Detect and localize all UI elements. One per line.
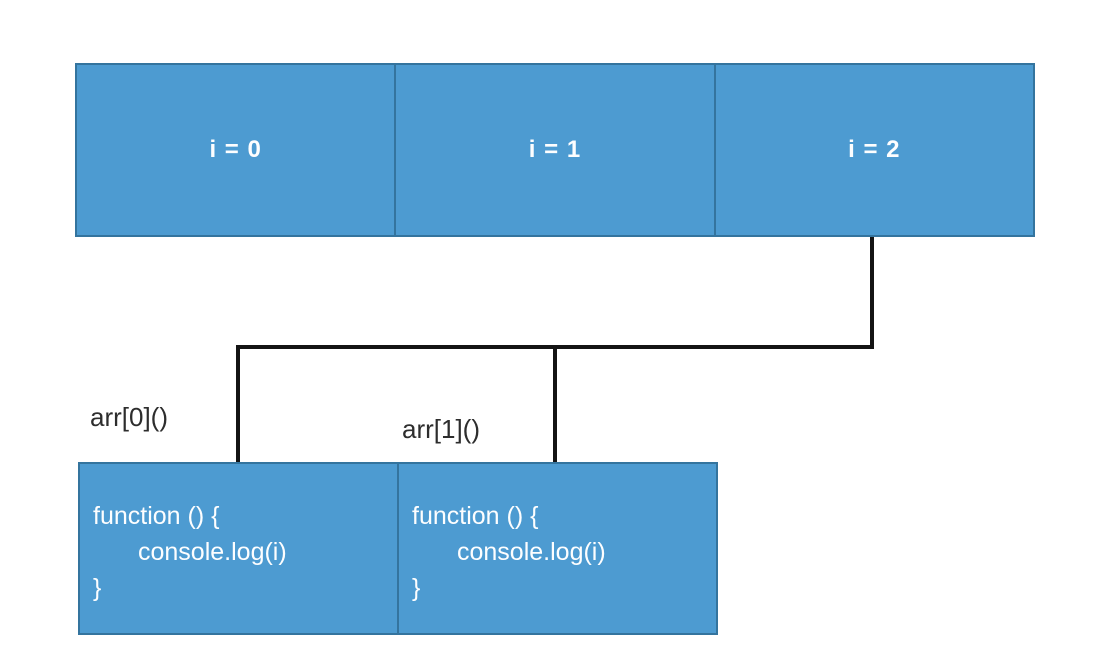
function-boxes-row: function () { console.log(i) } function … xyxy=(78,462,718,635)
code-line: function () { xyxy=(412,502,539,530)
code-line: } xyxy=(412,574,421,602)
code-line: } xyxy=(93,574,102,602)
connector-i2-vertical-line xyxy=(870,237,874,349)
connector-arr0-vertical-line xyxy=(236,345,240,462)
function-box-arr1: function () { console.log(i) } xyxy=(397,464,716,633)
connector-arr1-vertical-line xyxy=(553,345,557,462)
code-line: console.log(i) xyxy=(457,538,606,566)
loop-cell-i1: i = 1 xyxy=(394,65,713,235)
loop-cell-i1-label: i = 1 xyxy=(528,136,582,163)
loop-iteration-bar: i = 0 i = 1 i = 2 xyxy=(75,63,1035,237)
loop-cell-i2: i = 2 xyxy=(713,65,1033,235)
loop-cell-i0: i = 0 xyxy=(77,65,394,235)
loop-cell-i2-label: i = 2 xyxy=(848,136,901,163)
function-box-arr0: function () { console.log(i) } xyxy=(80,464,397,633)
call-label-arr1: arr[1]() xyxy=(402,414,480,444)
code-line: function () { xyxy=(93,502,220,530)
loop-cell-i0-label: i = 0 xyxy=(209,136,262,163)
code-line: console.log(i) xyxy=(138,538,287,566)
call-label-arr0: arr[0]() xyxy=(90,402,168,432)
